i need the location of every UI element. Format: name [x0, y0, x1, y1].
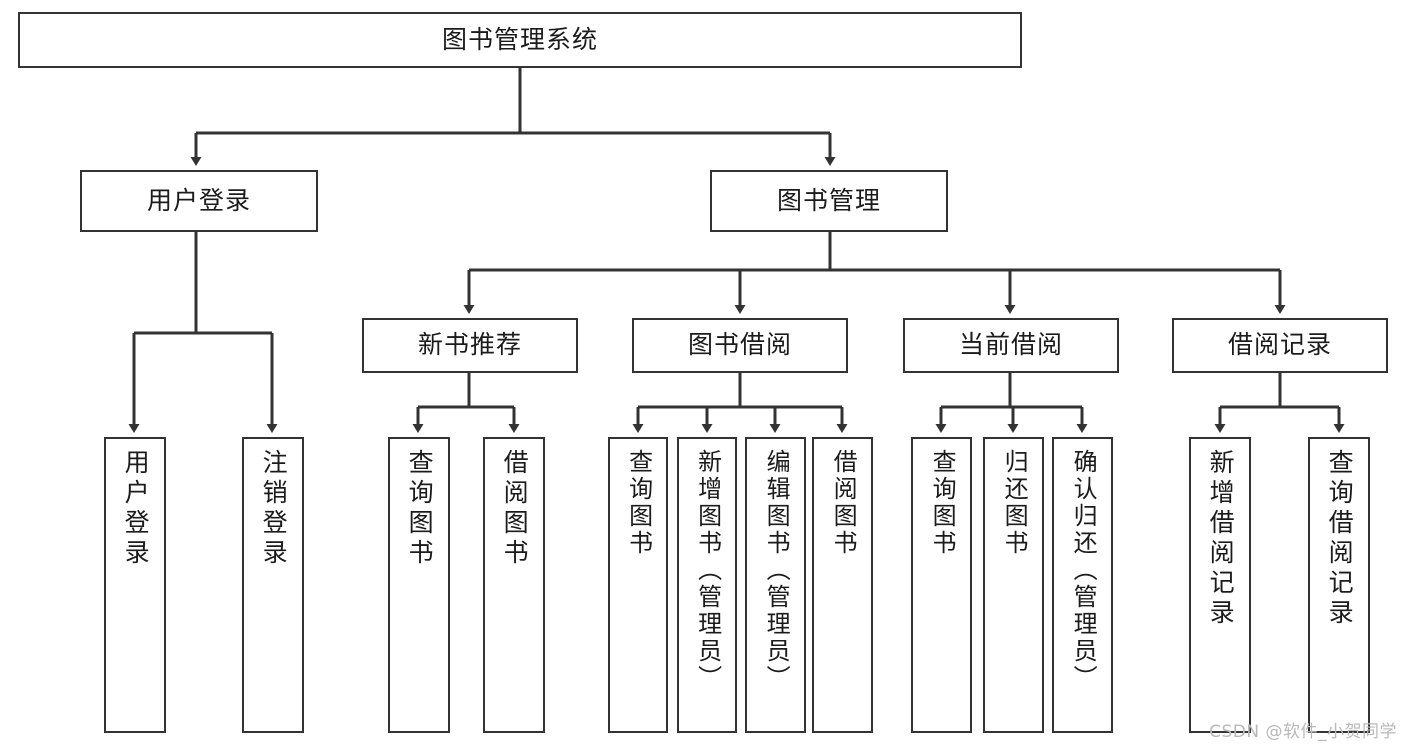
- node-current-borrow-label: 当前借阅: [958, 330, 1063, 360]
- node-leaf-logout-label: 注销登录: [259, 449, 289, 569]
- node-leaf-borrow-book-1[interactable]: 借阅图书: [483, 437, 545, 733]
- node-leaf-return-book-label: 归还图书: [1000, 449, 1029, 557]
- node-root-label: 图书管理系统: [441, 24, 598, 54]
- node-leaf-query-book-2[interactable]: 查询图书: [608, 437, 668, 733]
- node-leaf-borrow-book-2-label: 借阅图书: [829, 449, 858, 557]
- node-leaf-query-book-1[interactable]: 查询图书: [388, 437, 450, 733]
- node-leaf-logout[interactable]: 注销登录: [242, 437, 304, 733]
- watermark: CSDN @软件_小贺同学: [1209, 722, 1397, 742]
- node-user-login-label: 用户登录: [146, 185, 251, 215]
- node-new-book-rec-label: 新书推荐: [417, 330, 522, 360]
- node-leaf-borrow-book-1-label: 借阅图书: [500, 449, 530, 569]
- node-leaf-user-login[interactable]: 用户登录: [104, 437, 166, 733]
- node-leaf-borrow-book-2[interactable]: 借阅图书: [812, 437, 873, 733]
- node-book-borrow-label: 图书借阅: [687, 330, 792, 360]
- node-leaf-add-record[interactable]: 新增借阅记录: [1189, 437, 1251, 733]
- node-leaf-user-login-label: 用户登录: [121, 449, 151, 569]
- node-current-borrow[interactable]: 当前借阅: [903, 318, 1119, 373]
- node-leaf-query-record[interactable]: 查询借阅记录: [1308, 437, 1370, 733]
- node-leaf-confirm-return-label: 确认归还（管理员）: [1069, 449, 1098, 692]
- node-leaf-query-record-label: 查询借阅记录: [1325, 449, 1355, 629]
- node-leaf-query-book-3-label: 查询图书: [928, 449, 957, 557]
- node-book-manage-label: 图书管理: [776, 185, 881, 215]
- node-leaf-return-book[interactable]: 归还图书: [983, 437, 1044, 733]
- node-leaf-confirm-return[interactable]: 确认归还（管理员）: [1052, 437, 1113, 733]
- node-borrow-record-label: 借阅记录: [1227, 330, 1332, 360]
- node-leaf-add-record-label: 新增借阅记录: [1206, 449, 1236, 629]
- node-leaf-add-book[interactable]: 新增图书（管理员）: [677, 437, 737, 733]
- node-borrow-record[interactable]: 借阅记录: [1172, 318, 1388, 373]
- node-leaf-query-book-3[interactable]: 查询图书: [911, 437, 972, 733]
- node-leaf-query-book-1-label: 查询图书: [405, 449, 435, 569]
- node-user-login[interactable]: 用户登录: [80, 170, 318, 232]
- node-book-manage[interactable]: 图书管理: [710, 170, 948, 232]
- node-leaf-edit-book-label: 编辑图书（管理员）: [762, 449, 791, 692]
- node-book-borrow[interactable]: 图书借阅: [632, 318, 848, 373]
- node-leaf-edit-book[interactable]: 编辑图书（管理员）: [745, 437, 806, 733]
- node-leaf-add-book-label: 新增图书（管理员）: [693, 449, 722, 692]
- node-new-book-rec[interactable]: 新书推荐: [362, 318, 578, 373]
- node-leaf-query-book-2-label: 查询图书: [624, 449, 653, 557]
- node-root[interactable]: 图书管理系统: [18, 12, 1022, 68]
